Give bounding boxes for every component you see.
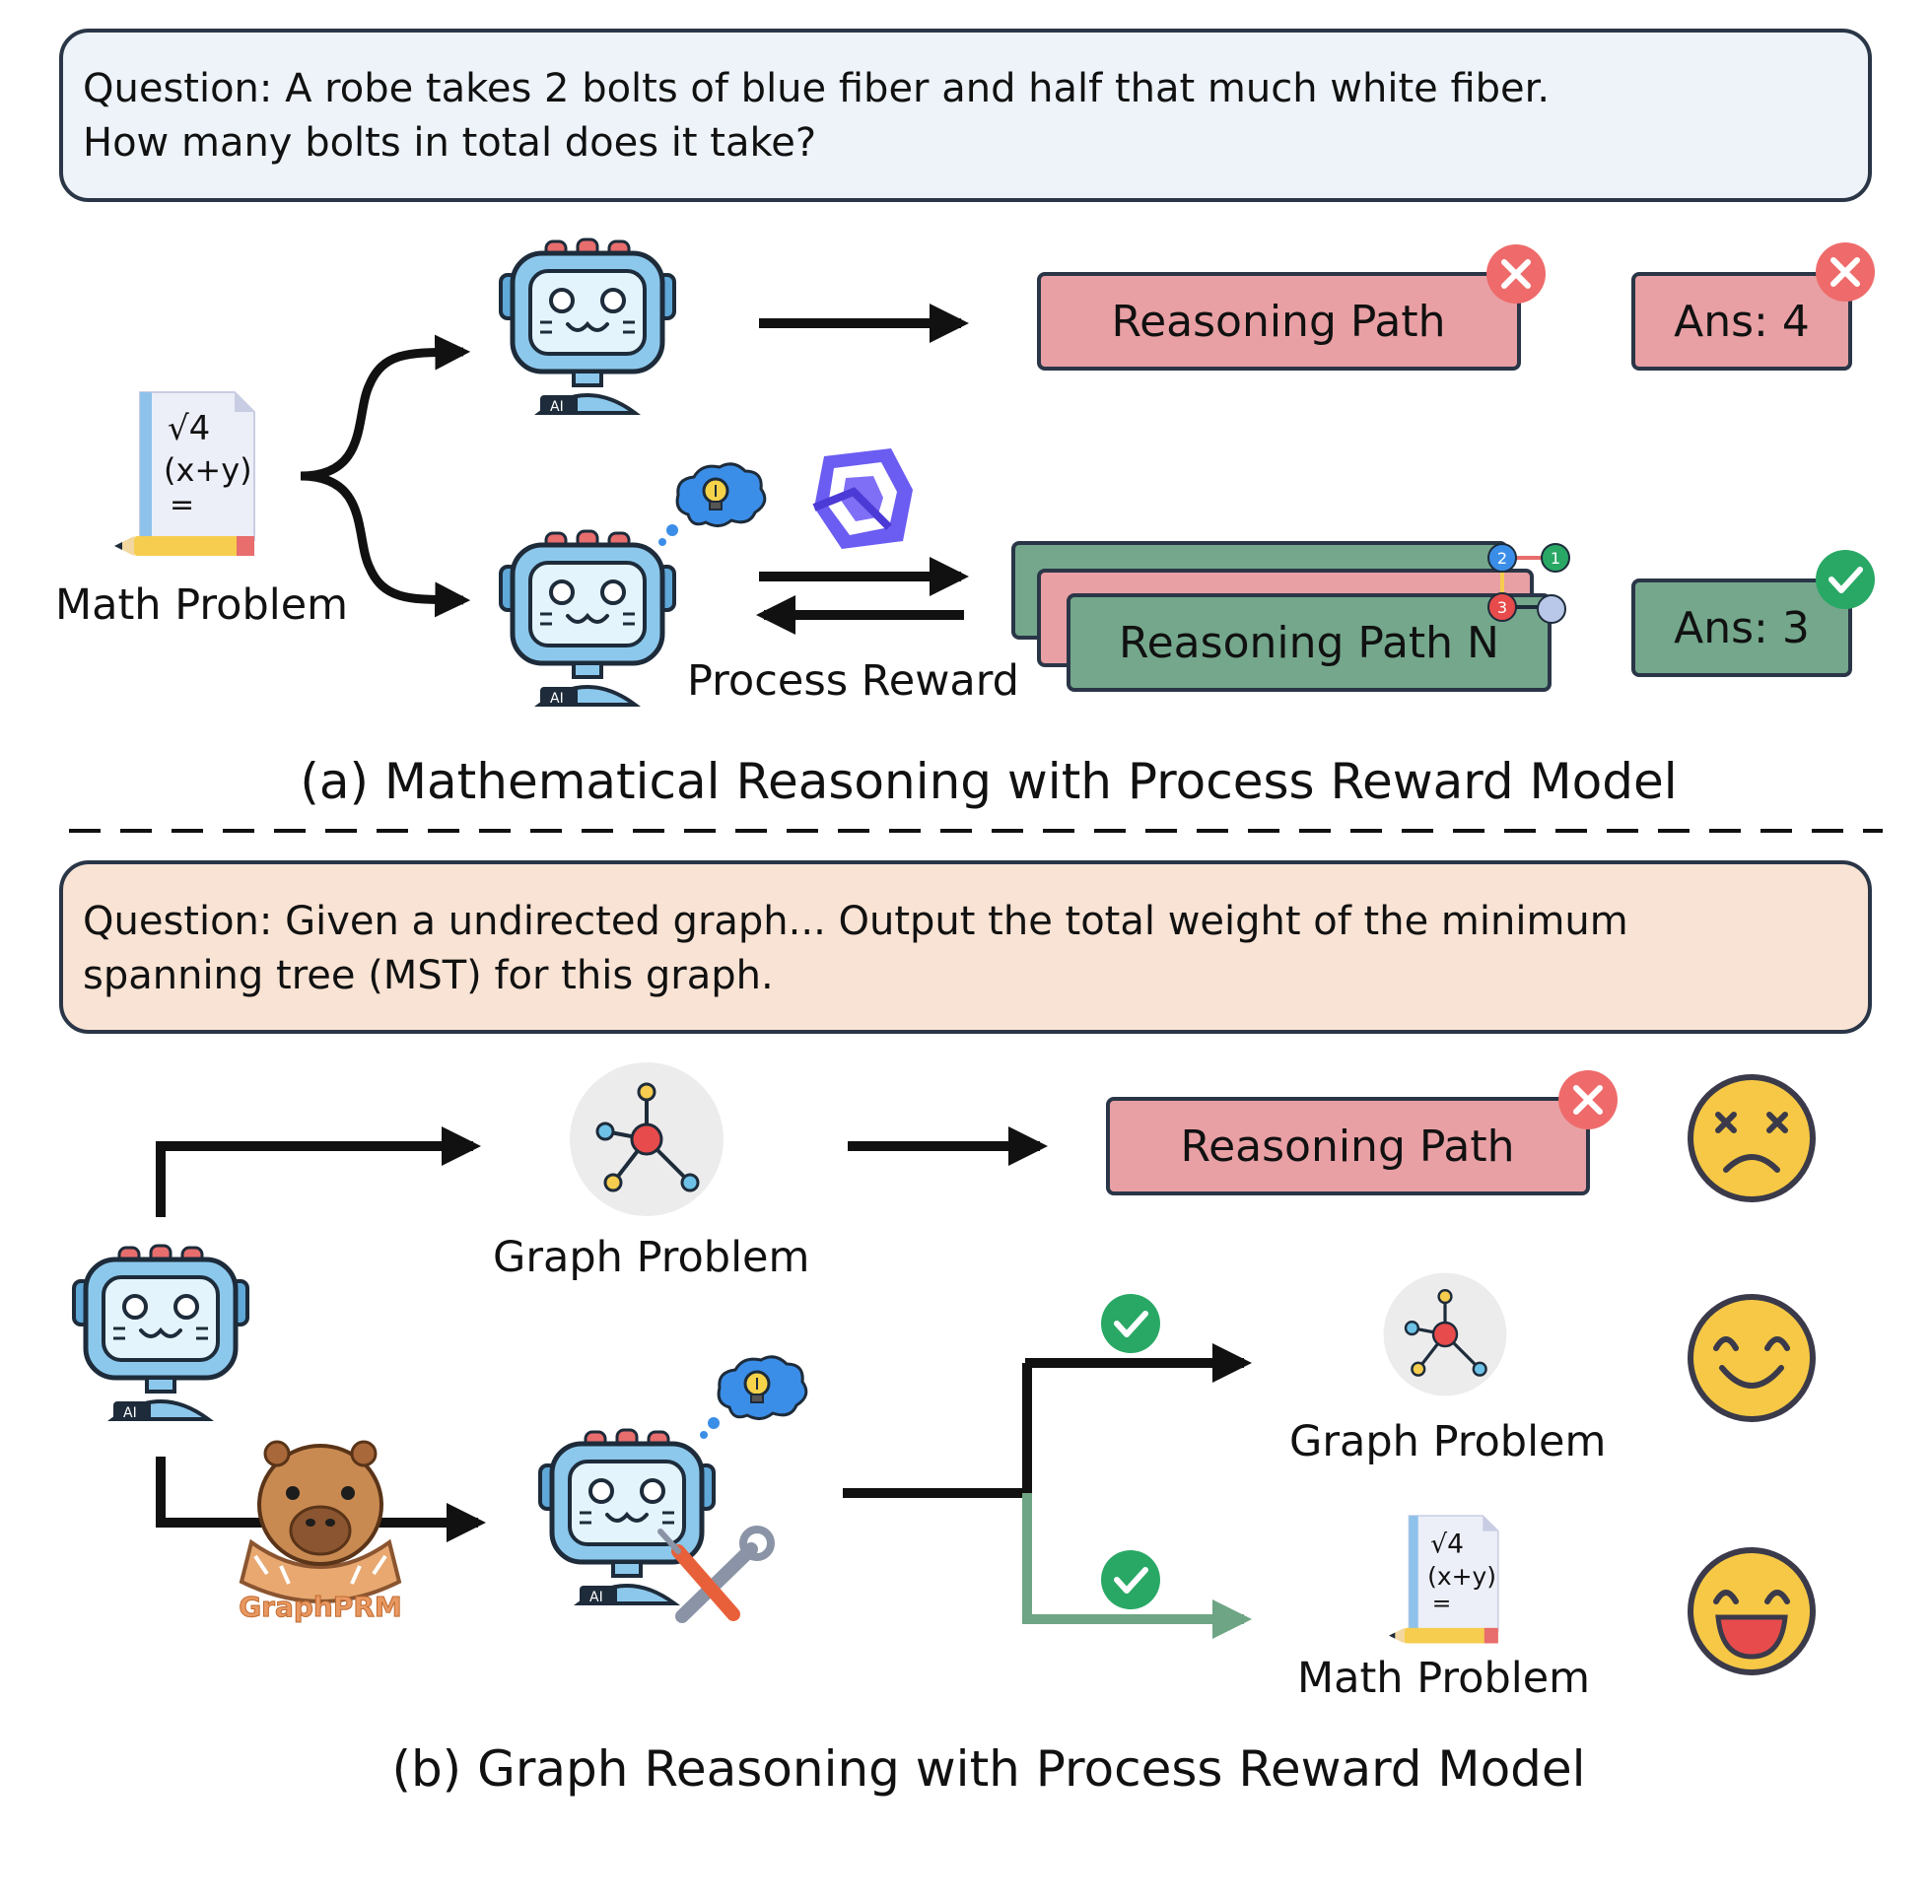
laughing-face-icon xyxy=(1688,1547,1816,1675)
wrench-screwdriver-icon xyxy=(657,1526,775,1623)
arrow-to-graph-problem xyxy=(156,1126,481,1217)
fork-arrow-down xyxy=(300,471,471,618)
caption-a: (a) Mathematical Reasoning with Process … xyxy=(300,753,1677,810)
reasoning-path-n-box xyxy=(1067,593,1552,692)
reasoning-path-b-box xyxy=(1106,1097,1590,1195)
math-icon-eq: = xyxy=(170,488,194,522)
step-number-3: 3 xyxy=(1497,598,1507,617)
math-icon-right-sqrt: √4 xyxy=(1430,1529,1464,1559)
robot-icon-left: AI xyxy=(74,1246,247,1421)
sad-face-icon xyxy=(1688,1074,1816,1202)
step-number-1: 1 xyxy=(1551,549,1560,568)
graph-problem-label-top: Graph Problem xyxy=(493,1233,809,1282)
reasoning-path-b-label: Reasoning Path xyxy=(1180,1122,1514,1172)
fork-arrow-up xyxy=(300,334,471,481)
reasoning-path-top-box xyxy=(1037,272,1521,371)
right-badge-answer-bottom xyxy=(1816,550,1875,609)
robot-icon-tool: AI xyxy=(540,1430,714,1605)
lightbulb-thought-icon xyxy=(656,462,767,548)
question-a-line1: Question: A robe takes 2 bolts of blue f… xyxy=(83,66,1550,111)
reasoning-path-top-label: Reasoning Path xyxy=(1111,297,1445,347)
wrong-badge-answer-top xyxy=(1816,242,1875,302)
graphprm-capybara-icon xyxy=(239,1440,402,1603)
question-box-a xyxy=(59,29,1872,202)
robot-badge-left: AI xyxy=(123,1405,137,1421)
robot-badge-top: AI xyxy=(550,399,564,415)
arrow-to-math-problem-right xyxy=(1022,1493,1252,1639)
robot-icon-top: AI xyxy=(501,239,674,415)
arrow-split-trunk xyxy=(843,1363,1032,1498)
math-problem-icon-right: √4 (x+y) = xyxy=(1388,1515,1499,1645)
graphprm-label: GraphPRM xyxy=(239,1591,402,1623)
graph-problem-icon-top xyxy=(568,1060,725,1218)
answer-top-label: Ans: 4 xyxy=(1674,297,1810,347)
question-a-line2: How many bolts in total does it take? xyxy=(83,120,816,166)
wrong-badge-path-b xyxy=(1558,1070,1618,1129)
question-box-b xyxy=(59,860,1872,1034)
happy-face-icon xyxy=(1688,1294,1816,1422)
wrong-badge-path-top xyxy=(1486,244,1546,304)
robot-badge-tool: AI xyxy=(589,1590,603,1605)
math-icon-sqrt: √4 xyxy=(168,409,210,448)
question-b-line2: spanning tree (MST) for this graph. xyxy=(83,953,774,998)
math-icon-right-xy: (x+y) xyxy=(1427,1562,1496,1591)
math-problem-icon: √4 (x+y) = xyxy=(113,391,255,557)
robot-badge-bottom: AI xyxy=(550,691,564,707)
right-badge-graph xyxy=(1101,1294,1160,1353)
process-reward-label: Process Reward xyxy=(687,656,1019,706)
graph-problem-label-right: Graph Problem xyxy=(1289,1417,1606,1466)
math-problem-label: Math Problem xyxy=(55,580,348,630)
right-badge-math xyxy=(1101,1550,1160,1609)
step-network-icon: 2 1 3 xyxy=(1487,543,1570,624)
caption-b: (b) Graph Reasoning with Process Reward … xyxy=(391,1740,1585,1798)
answer-top-box xyxy=(1631,272,1852,371)
prm-logo-icon xyxy=(812,448,913,549)
question-b-line1: Question: Given a undirected graph... Ou… xyxy=(83,899,1628,944)
robot-icon-bottom: AI xyxy=(501,531,674,707)
reasoning-path-n-label: Reasoning Path N xyxy=(1119,618,1499,668)
step-number-2: 2 xyxy=(1497,549,1507,568)
math-icon-right-eq: = xyxy=(1432,1590,1452,1617)
math-icon-xy: (x+y) xyxy=(164,451,252,489)
math-problem-label-right: Math Problem xyxy=(1297,1654,1590,1703)
lightbulb-thought-icon-b xyxy=(698,1355,808,1441)
graph-problem-icon-right xyxy=(1381,1270,1509,1398)
answer-bottom-box xyxy=(1631,578,1852,677)
answer-bottom-label: Ans: 3 xyxy=(1674,603,1810,653)
